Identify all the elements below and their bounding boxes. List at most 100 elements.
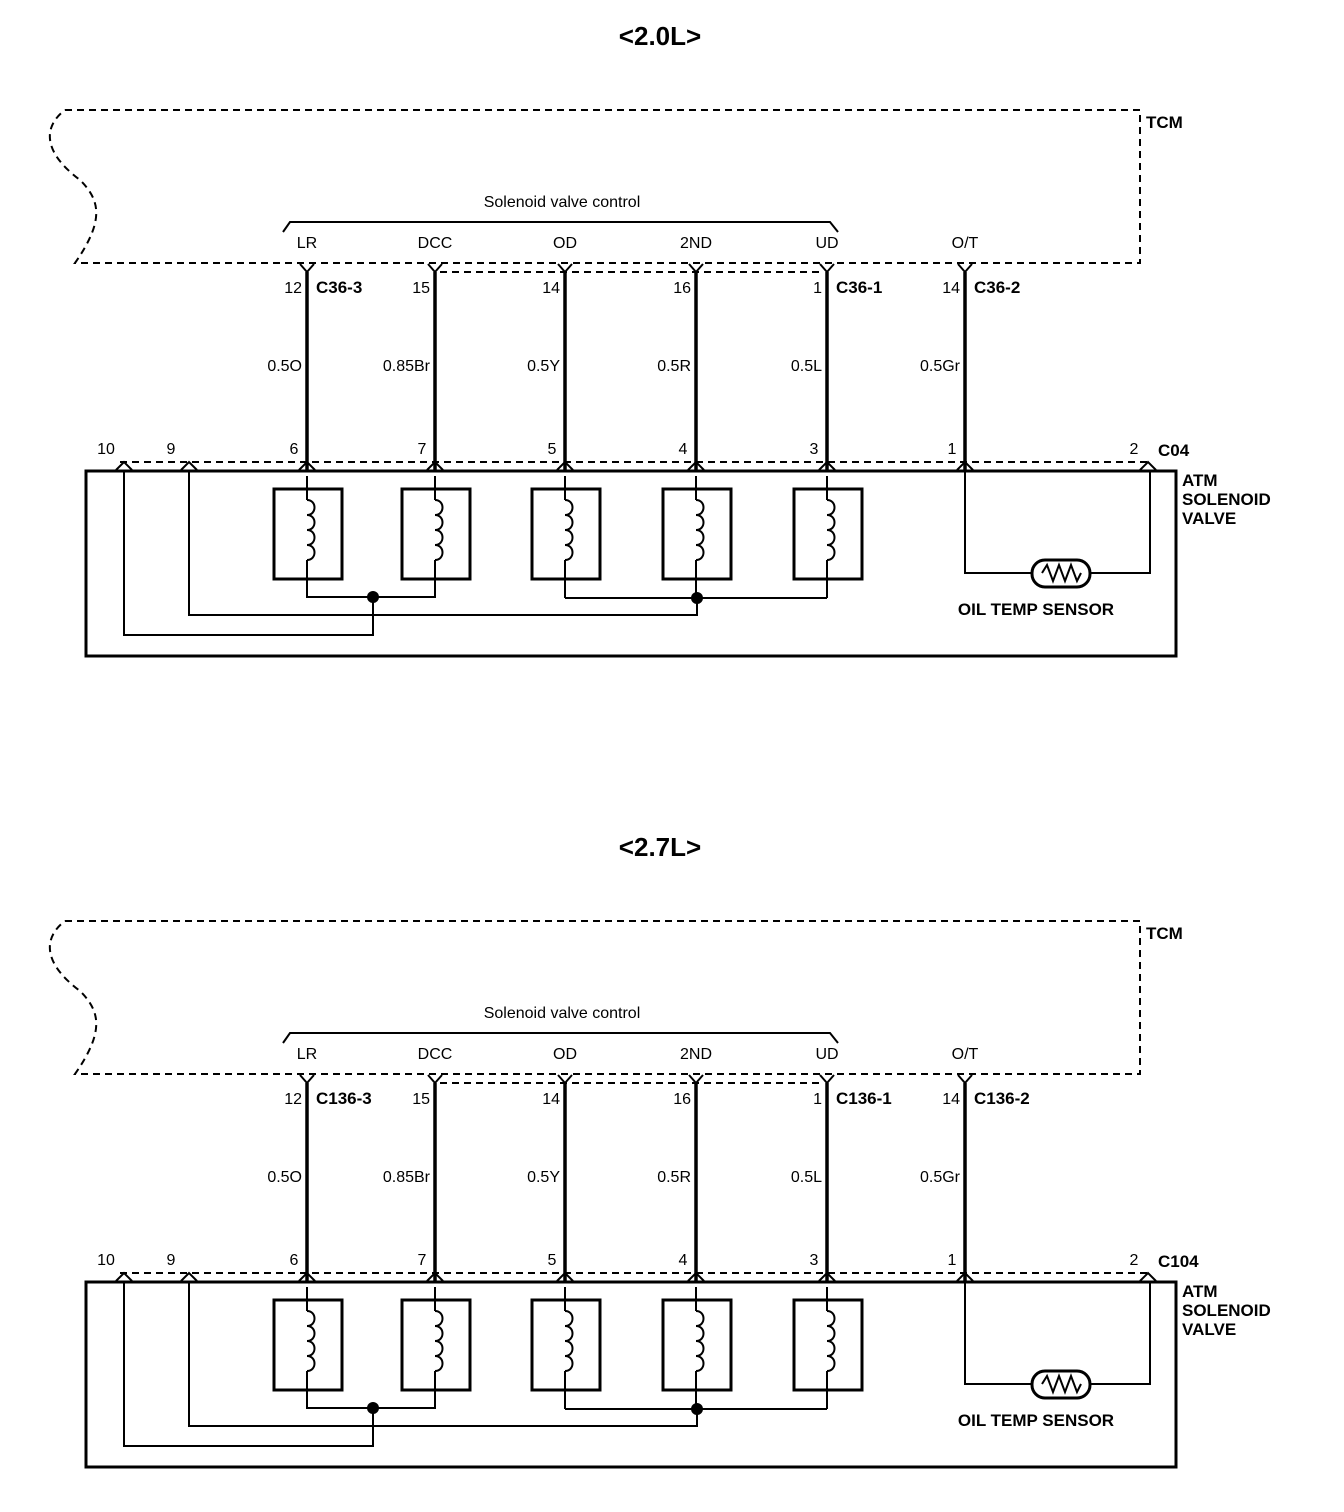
diagram-title: <2.7L> (619, 832, 701, 862)
signal-label: 2ND (680, 1046, 712, 1063)
device-label-line-1: ATM (1182, 1282, 1218, 1301)
terminal-2nd: 2ND 16 0.5R 4 (657, 1046, 712, 1282)
signal-label: OD (553, 1046, 577, 1063)
tcm-outline (48, 109, 1141, 264)
device-pin-number: 9 (167, 1252, 176, 1269)
device-pin-number: 3 (810, 1252, 819, 1269)
device-pin-chevron (180, 460, 198, 471)
device-pin-number: 2 (1130, 1252, 1139, 1269)
device-pin-number: 5 (548, 1252, 557, 1269)
coil-winding (695, 499, 705, 561)
tcm-pin-chevron (557, 1074, 573, 1085)
signal-label: OD (553, 235, 577, 252)
signal-label: UD (815, 235, 838, 252)
tcm-pin-chevron (557, 263, 573, 274)
solenoid-coil-lr (272, 476, 344, 598)
wire-spec: 0.5L (791, 1169, 822, 1186)
wire-spec: 0.85Br (383, 1169, 431, 1186)
device-pin-chevron (1139, 460, 1157, 471)
solenoid-coil-ud (792, 1287, 864, 1409)
bus-label: Solenoid valve control (484, 1005, 641, 1022)
tcm-connector-label: C136-2 (974, 1089, 1030, 1108)
tcm-pin-number: 14 (542, 280, 560, 297)
device-pin-number: 4 (679, 1252, 688, 1269)
coil-winding (306, 1310, 316, 1372)
pin-10-return (123, 470, 374, 636)
tcm-pin-number: 14 (542, 1091, 560, 1108)
tcm-pin-chevron (957, 1074, 973, 1085)
diagram-title: <2.0L> (619, 21, 701, 51)
tcm-pin-number: 15 (412, 1091, 430, 1108)
tcm-pin-chevron (299, 263, 315, 274)
signal-label: LR (297, 235, 317, 252)
tcm-connector-label: C136-3 (316, 1089, 372, 1108)
signal-label: DCC (418, 1046, 453, 1063)
device-pin-chevron (180, 1271, 198, 1282)
device-pin-number: 7 (418, 441, 427, 458)
tcm-pin-number: 16 (673, 1091, 691, 1108)
solenoid-coil-od (530, 476, 602, 598)
coil-winding (695, 1310, 705, 1372)
device-pin-number: 1 (948, 441, 957, 458)
tcm-pin-chevron (957, 263, 973, 274)
signal-label: LR (297, 1046, 317, 1063)
coil-winding (564, 1310, 574, 1372)
solenoid-coil-2nd (661, 1287, 733, 1409)
coil-winding (826, 1310, 836, 1372)
device-pin-chevron (115, 460, 133, 471)
tcm-connector-label: C36-2 (974, 278, 1020, 297)
tcm-connector-label: C136-1 (836, 1089, 892, 1108)
tcm-connector-label: C36-3 (316, 278, 362, 297)
device-label-line-2: SOLENOID (1182, 1301, 1271, 1320)
solenoid-coil-ud (792, 476, 864, 598)
tcm-pin-number: 12 (284, 280, 302, 297)
wire-spec: 0.5R (657, 1169, 691, 1186)
solenoid-coil-lr (272, 1287, 344, 1409)
tcm-pin-chevron (427, 1074, 443, 1085)
wire-spec: 0.5O (267, 1169, 302, 1186)
signal-label: DCC (418, 235, 453, 252)
tcm-pin-chevron (819, 1074, 835, 1085)
sensor-wire (1090, 1281, 1151, 1385)
wire-spec: 0.5L (791, 358, 822, 375)
device-pin-chevron (1139, 1271, 1157, 1282)
solenoid-coil-dcc (400, 476, 472, 598)
tcm-pin-chevron (427, 263, 443, 274)
tcm-label: TCM (1146, 924, 1183, 943)
tcm-pin-chevron (688, 1074, 704, 1085)
atm-solenoid-valve-body (84, 469, 1178, 658)
pin-9-return (188, 470, 698, 616)
thermistor-symbol (1041, 1373, 1082, 1395)
device-pin-number: 4 (679, 441, 688, 458)
device-pin-number: 1 (948, 1252, 957, 1269)
tcm-pin-number: 1 (813, 1091, 822, 1108)
oil-temp-sensor-label: OIL TEMP SENSOR (958, 1411, 1114, 1430)
device-connector-label: C04 (1158, 441, 1190, 460)
device-label-line-3: VALVE (1182, 509, 1236, 528)
coil-winding (564, 499, 574, 561)
device-pin-number: 9 (167, 441, 176, 458)
device-pin-chevron (115, 1271, 133, 1282)
tcm-pin-chevron (688, 263, 704, 274)
wire-spec: 0.85Br (383, 358, 431, 375)
sensor-wire (964, 470, 1032, 574)
sensor-wire (1090, 470, 1151, 574)
coil-winding (826, 499, 836, 561)
coil-winding (434, 1310, 444, 1372)
device-connector-label: C104 (1158, 1252, 1199, 1271)
device-label-line-2: SOLENOID (1182, 490, 1271, 509)
oil-temp-sensor-label: OIL TEMP SENSOR (958, 600, 1114, 619)
device-pin-number: 2 (1130, 441, 1139, 458)
device-pin-number: 7 (418, 1252, 427, 1269)
solenoid-coil-dcc (400, 1287, 472, 1409)
wire-spec: 0.5Gr (920, 358, 961, 375)
signal-label: 2ND (680, 235, 712, 252)
